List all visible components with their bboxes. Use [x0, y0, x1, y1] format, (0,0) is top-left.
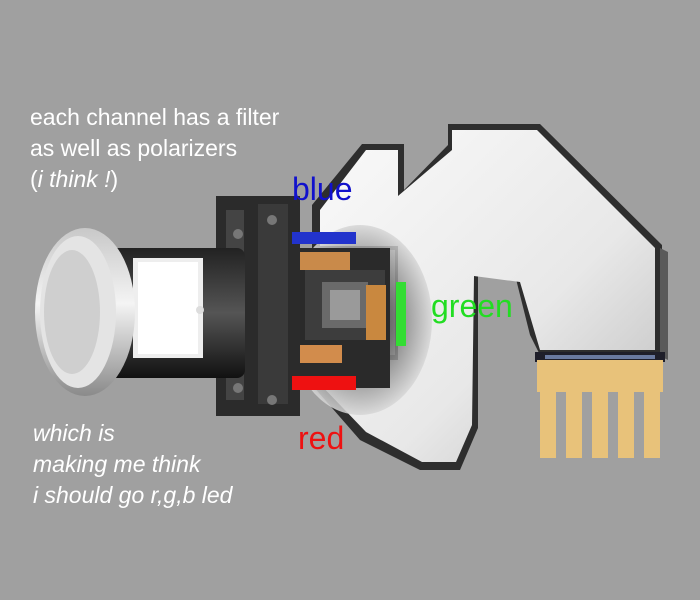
annotation-top-line2: as well as polarizers [30, 135, 238, 161]
red-filter [292, 376, 356, 390]
annotation-bottom-line2: making me think [33, 451, 201, 477]
annotation-bottom-line3: i should go r,g,b led [33, 482, 233, 508]
color-filters [292, 232, 406, 390]
label-green: green [431, 288, 513, 324]
paren-open: ( [30, 166, 38, 192]
label-blue: blue [292, 171, 353, 207]
annotation-top-line1: each channel has a filter [30, 104, 280, 130]
annotation-bottom: which is making me think i should go r,g… [33, 418, 232, 511]
label-red: red [298, 420, 345, 456]
annotation-bottom-line1: which is [33, 420, 115, 446]
green-filter [396, 282, 406, 346]
led-heatsink [537, 360, 663, 458]
blue-filter [292, 232, 356, 244]
annotation-top: each channel has a filter as well as pol… [30, 102, 279, 195]
projection-lens [35, 228, 245, 396]
annotation-top-line3: (i think !) [30, 164, 279, 195]
prism-assembly [288, 225, 432, 415]
paren-close: ) [110, 166, 119, 192]
annotation-italic: i think ! [37, 166, 111, 192]
